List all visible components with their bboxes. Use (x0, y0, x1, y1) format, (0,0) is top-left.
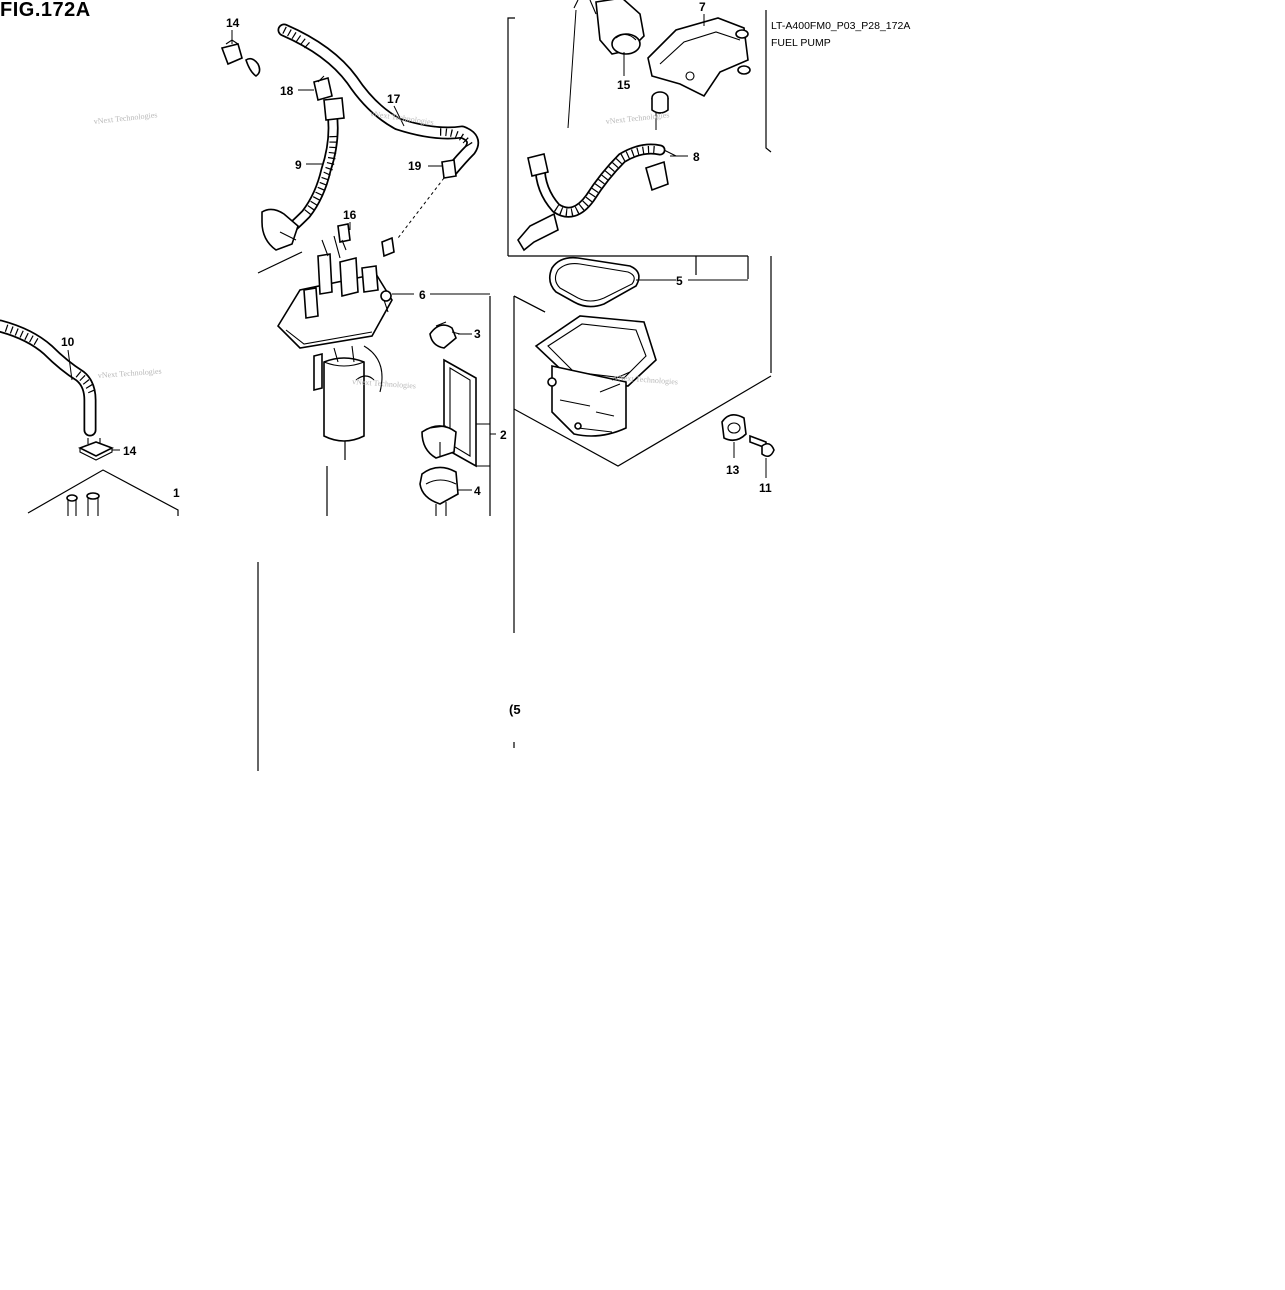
watermark-4: vNext Technologies (98, 367, 162, 380)
holder-4 (419, 466, 459, 516)
wire-harness-8 (527, 9, 677, 218)
watermark-6: vNext Technologies (614, 373, 678, 386)
callout-8: 8 (693, 150, 700, 164)
callout-19: 19 (408, 159, 422, 173)
screw-6 (380, 290, 392, 313)
watermark-3: vNext Technologies (605, 110, 670, 126)
sensor-15 (573, 0, 645, 55)
callout-6: 6 (419, 288, 426, 302)
callout-3: 3 (474, 327, 481, 341)
fitting-1 (66, 492, 100, 516)
callout-7: 7 (699, 0, 706, 14)
stray-glyph: (5 (509, 702, 521, 717)
callout-11: 11 (759, 481, 772, 495)
pressure-regulator-3 (429, 321, 461, 349)
callout-15: 15 (617, 78, 631, 92)
callout-16: 16 (343, 208, 357, 222)
fuel-tank (534, 315, 657, 437)
grommet-13 (721, 414, 747, 442)
callout-2: 2 (500, 428, 507, 442)
callout-13: 13 (726, 463, 740, 477)
watermark-5: vNext Technologies (352, 377, 416, 390)
callout-numbers: 14 18 17 9 19 16 10 14 1 6 3 2 4 7 15 8 … (61, 0, 772, 500)
fuel-hose-10 (0, 319, 97, 437)
callout-5: 5 (676, 274, 683, 288)
callout-9: 9 (295, 158, 302, 172)
document-name: FUEL PUMP (771, 37, 831, 49)
document-code: LT-A400FM0_P03_P28_172A (771, 20, 911, 32)
fuel-hose-17 (277, 23, 480, 177)
hose-clamp-14-top (220, 39, 261, 77)
clip-18 (313, 75, 333, 102)
frame-lines (27, 10, 772, 771)
gasket-5 (548, 256, 640, 308)
leader-lines (67, 14, 767, 491)
bolt-16 (337, 222, 351, 251)
callout-14-top: 14 (226, 16, 240, 30)
wire-harness-9 (261, 97, 345, 251)
watermark-1: vNext Technologies (93, 110, 158, 126)
clip-19 (381, 159, 457, 258)
fuel-filter-2 (421, 358, 477, 468)
callout-1: 1 (173, 486, 180, 500)
bracket-7 (647, 17, 751, 98)
grommet-12 (651, 91, 669, 114)
callout-14-lower: 14 (123, 444, 137, 458)
callout-4: 4 (474, 484, 481, 498)
hose-clamp-14-lower (78, 438, 114, 461)
fuel-pump-assembly (276, 235, 393, 442)
figure-title: FIG.172A (0, 0, 91, 21)
forward-arrow: FWD (517, 212, 559, 252)
bolt-11 (749, 434, 775, 458)
callout-17: 17 (387, 92, 401, 106)
callout-18: 18 (280, 84, 294, 98)
callout-10: 10 (61, 335, 75, 349)
